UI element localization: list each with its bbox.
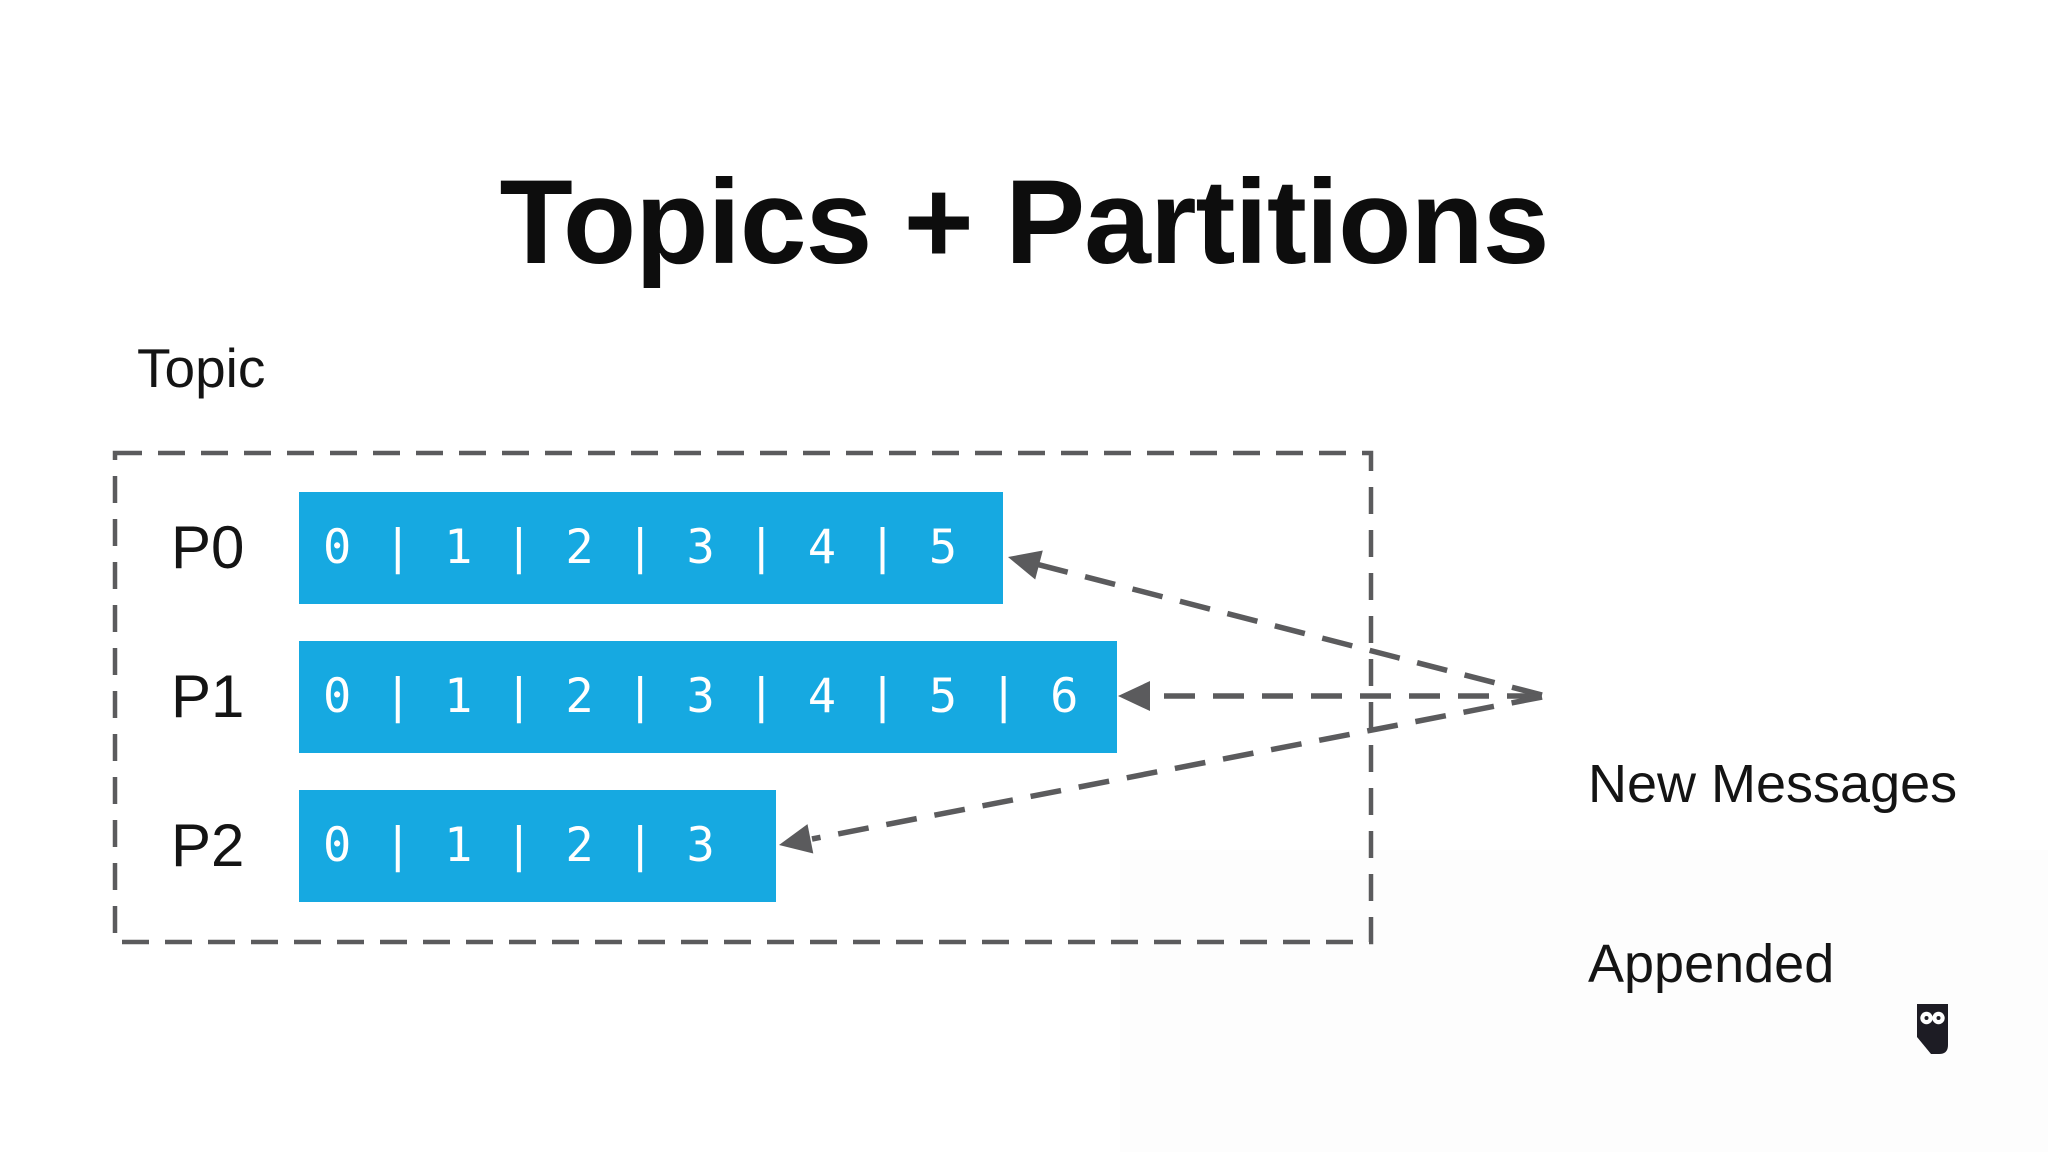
annotation-line-1: New Messages xyxy=(1588,754,1958,814)
topic-dashed-box xyxy=(112,450,1374,945)
annotation-new-messages: New Messages Appended xyxy=(1588,634,1957,1054)
background-tint xyxy=(1120,850,2048,1152)
topic-label: Topic xyxy=(137,337,266,399)
arrow-line-to-p0 xyxy=(1035,561,1543,698)
annotation-line-2: Appended xyxy=(1588,934,1835,994)
owl-logo-body xyxy=(1917,1004,1948,1054)
partition-bar-p1: 0 | 1 | 2 | 3 | 4 | 5 | 6 xyxy=(299,641,1117,753)
slide-title: Topics + Partitions xyxy=(499,155,1550,290)
owl-logo-left-pupil xyxy=(1924,1016,1929,1020)
arrowhead-p0-icon xyxy=(1008,550,1043,580)
partition-label-p1: P1 xyxy=(171,663,245,730)
owl-logo-right-pupil xyxy=(1936,1016,1941,1020)
arrowhead-p1-icon xyxy=(1118,681,1150,711)
partition-label-p0: P0 xyxy=(171,514,245,581)
arrowhead-p2-icon xyxy=(779,824,814,854)
owl-logo-icon xyxy=(1917,1004,1948,1054)
partition-label-p2: P2 xyxy=(171,812,245,879)
partition-messages-p2: 0 | 1 | 2 | 3 xyxy=(323,818,717,873)
arrow-line-to-p2 xyxy=(811,694,1543,842)
partition-bar-p0: 0 | 1 | 2 | 3 | 4 | 5 xyxy=(299,492,1003,604)
partition-messages-p0: 0 | 1 | 2 | 3 | 4 | 5 xyxy=(323,520,960,575)
partition-messages-p1: 0 | 1 | 2 | 3 | 4 | 5 | 6 xyxy=(323,669,1081,724)
partition-bar-p2: 0 | 1 | 2 | 3 xyxy=(299,790,776,902)
